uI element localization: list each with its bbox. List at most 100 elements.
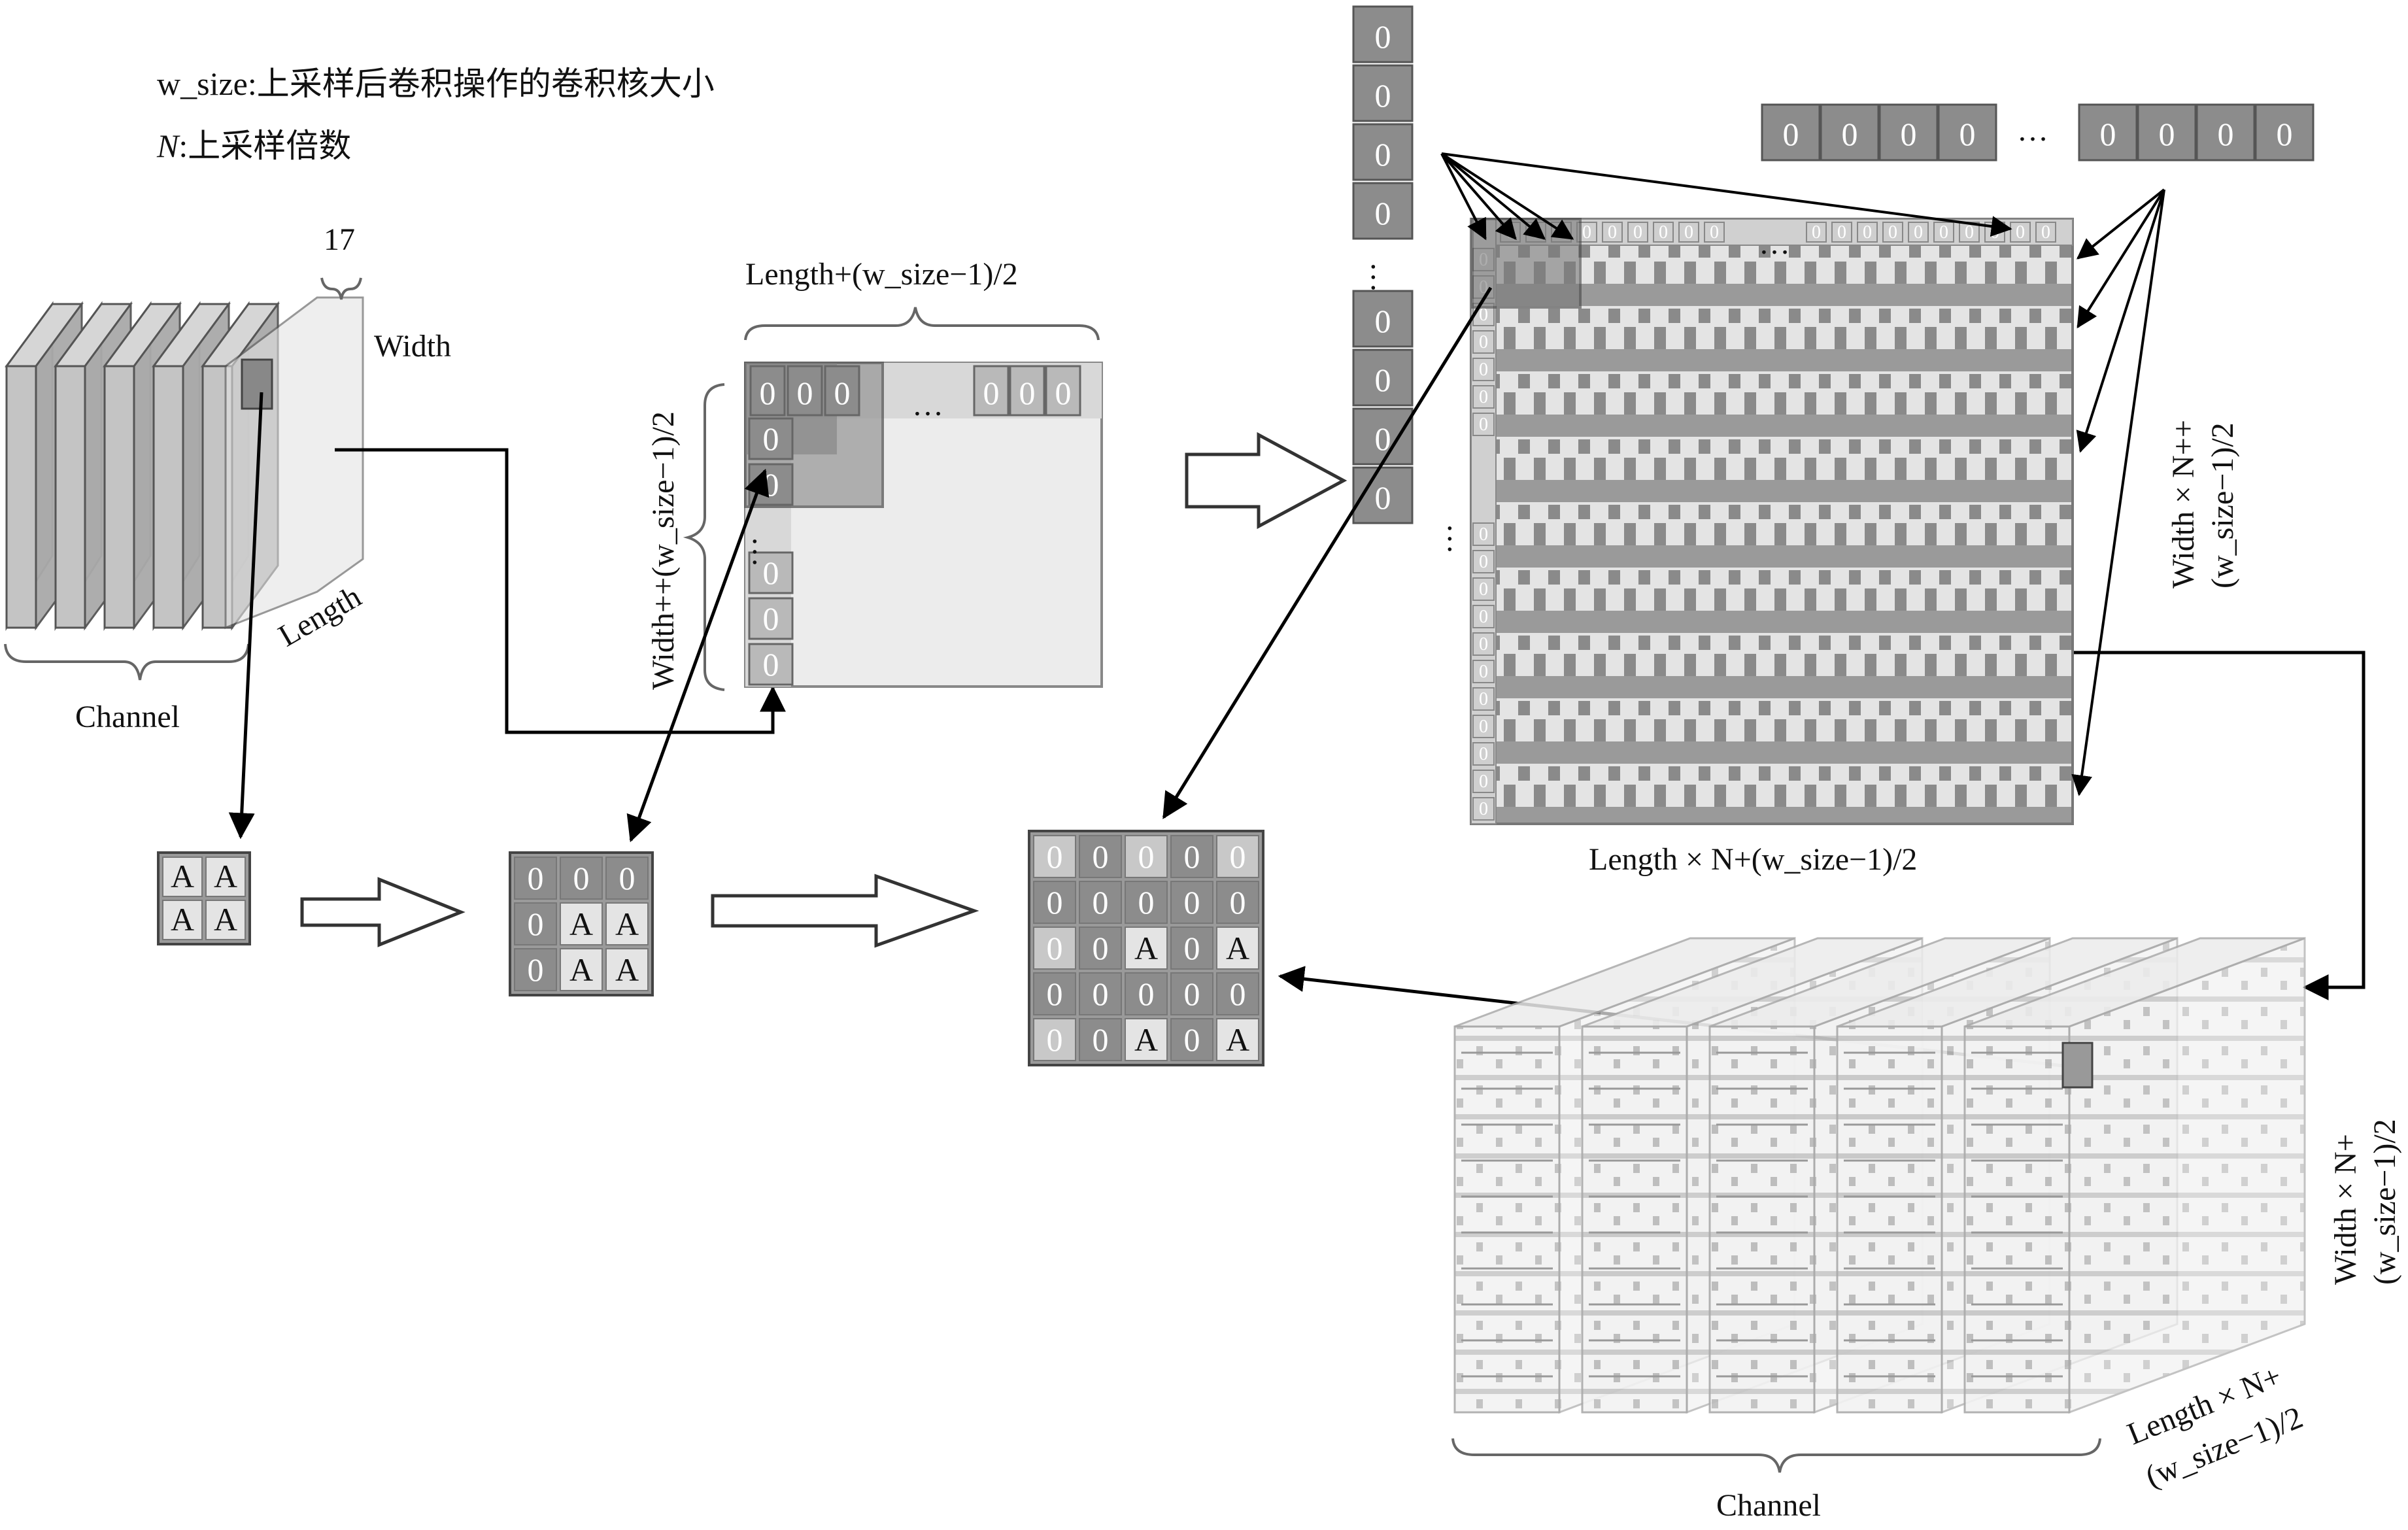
arrow-zc-5 xyxy=(1441,152,2012,237)
grid-cell xyxy=(514,857,557,900)
up-left-small-cell xyxy=(1472,330,1495,354)
zero-row-cell xyxy=(2196,103,2256,162)
up-top-small-label: 0 xyxy=(1837,222,1846,243)
grid-cell-label: A xyxy=(171,901,194,938)
block-arrow-2x2-to-3x3 xyxy=(300,877,466,947)
padded-top-cell-label: 0 xyxy=(1055,375,1072,411)
grid-cell xyxy=(1216,1018,1259,1061)
up-left-small-cell xyxy=(1472,522,1495,546)
zero-row-cell xyxy=(2078,103,2138,162)
grid-cell xyxy=(1079,835,1122,878)
grid-cell xyxy=(162,900,203,940)
output-block-front xyxy=(1836,1025,1943,1414)
up-left-small-label: 0 xyxy=(1479,360,1488,380)
grid-cell-label: A xyxy=(214,858,237,894)
grid-cell-label: 0 xyxy=(1047,884,1063,921)
grid-cell xyxy=(560,902,603,945)
grid-cell-label: A xyxy=(615,906,639,942)
padded-map-top-label: Length+(w_size−1)/2 xyxy=(745,257,1018,292)
output-channel-label: Channel xyxy=(1716,1488,1821,1523)
grid-cell-label: 0 xyxy=(1093,930,1109,966)
input-depth-brace xyxy=(320,277,362,300)
zero-row-label: 0 xyxy=(2218,116,2234,152)
up-top-small-cell xyxy=(1602,222,1623,243)
zero-row-label: 0 xyxy=(1783,116,1799,152)
output-block-side xyxy=(2068,936,2306,1414)
zero-column-cell xyxy=(1352,123,1414,181)
padded-side-cell xyxy=(748,417,794,460)
upsampled-map-side-label-2: (w_size−1)/2 xyxy=(2205,422,2240,588)
grid-cell xyxy=(1125,881,1168,924)
grid-cell-label: 0 xyxy=(1230,884,1246,921)
zero-row-label: 0 xyxy=(1959,116,1976,152)
grid-cell xyxy=(1216,972,1259,1015)
legend-n-text: :上采样倍数 xyxy=(178,128,351,164)
grid-cell-label: 0 xyxy=(1093,976,1109,1012)
up-top-small-cell xyxy=(2035,222,2056,243)
up-top-small-label: 0 xyxy=(1710,222,1719,243)
grid-cell xyxy=(1170,835,1213,878)
up-top-small-cell xyxy=(1653,222,1674,243)
arrow-upsampled-map-to-grid xyxy=(1162,286,1493,819)
grid-cell xyxy=(1079,881,1122,924)
up-left-small-label: 0 xyxy=(1479,634,1488,654)
grid-cell xyxy=(1170,1018,1213,1061)
zero-row-ellipsis: … xyxy=(2017,113,2048,148)
up-left-small-cell xyxy=(1472,632,1495,656)
upsampled-map-side-label-1: Width × N++ xyxy=(2166,420,2201,588)
connector-to-padded-map xyxy=(335,448,786,734)
up-left-small-label: 0 xyxy=(1479,524,1488,545)
up-left-small-label: 0 xyxy=(1479,717,1488,737)
grid-cell-label: 0 xyxy=(573,860,590,896)
padded-map-top-brace xyxy=(744,307,1100,341)
zero-column-cell xyxy=(1352,290,1414,348)
output-block-front xyxy=(1453,1025,1561,1414)
grid-cell xyxy=(1170,926,1213,970)
padded-side-cell-label: 0 xyxy=(763,646,779,683)
up-top-small-label: 0 xyxy=(1939,222,1948,243)
up-top-small-cell xyxy=(1933,222,1954,243)
grid-cell xyxy=(1033,972,1076,1015)
padded-top-cell-label: 0 xyxy=(797,375,813,411)
input-channel-brace xyxy=(4,643,250,681)
up-left-small-label: 0 xyxy=(1479,772,1488,792)
zero-row-label: 0 xyxy=(2277,116,2293,152)
up-top-small-label: 0 xyxy=(2016,222,2025,243)
grid-cell-label: 0 xyxy=(1138,976,1155,1012)
grid-cell-label: 0 xyxy=(1047,930,1063,966)
grid-cell-label: 0 xyxy=(528,951,544,988)
grid-cell xyxy=(1033,835,1076,878)
grid-cell xyxy=(205,857,246,897)
block-arrow-3x3-to-5x5 xyxy=(711,874,979,948)
up-left-small-cell xyxy=(1472,358,1495,381)
grid-cell-label: 0 xyxy=(619,860,636,896)
zero-column-label: 0 xyxy=(1375,77,1391,114)
input-patch xyxy=(241,358,273,410)
zero-column-label: 0 xyxy=(1375,362,1391,398)
grid-cell-label: 0 xyxy=(1230,838,1246,875)
output-block-front xyxy=(1708,1025,1816,1414)
grid-cell xyxy=(605,948,649,991)
padded-top-cell-label: 0 xyxy=(760,375,776,411)
padded-top-cell xyxy=(749,365,786,416)
grid-cell-label: 0 xyxy=(528,906,544,942)
connector-to-output-tensor xyxy=(2074,651,2366,1000)
legend-n-symbol: N xyxy=(156,128,180,164)
zero-column-label: 0 xyxy=(1375,195,1391,231)
input-slice-front xyxy=(152,365,184,629)
grid-cell xyxy=(1033,926,1076,970)
up-top-small-label: 0 xyxy=(1684,222,1693,243)
grid-cell xyxy=(1079,926,1122,970)
up-left-small-label: 0 xyxy=(1479,579,1488,600)
up-top-small-cell xyxy=(1806,222,1827,243)
up-left-small-cell xyxy=(1472,385,1495,409)
grid-cell-label: 0 xyxy=(528,860,544,896)
grid-cell-label: A xyxy=(1134,1021,1158,1058)
arrow-padded-map-to-padded-grid xyxy=(626,468,770,843)
padded-top-cell-label: 0 xyxy=(1019,375,1036,411)
up-top-small-label: 0 xyxy=(1659,222,1668,243)
grid-cell-label: 0 xyxy=(1093,838,1109,875)
